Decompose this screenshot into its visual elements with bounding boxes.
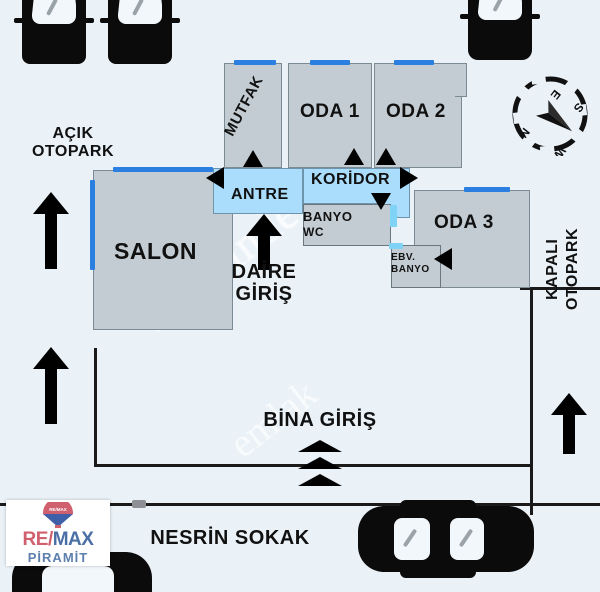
label-bina-giris: BİNA GİRİŞ [263,409,377,431]
arrow-stem [45,213,57,269]
room-label-koridor: KORİDOR [311,171,391,188]
door-arrow-mutfak [243,150,263,167]
door-arrow-banyo-wc [371,193,391,210]
car-top-left-2 [100,0,180,66]
car-top-right [460,0,540,62]
car-mirror-right [528,14,540,19]
door-arrow-ebv-banyo [434,248,452,270]
room-oda-2-notch [455,63,467,97]
compass-letter-e: E [548,87,564,102]
car-mirror-left [100,18,112,23]
label-kapali-otopark-line1: KAPALI [544,238,561,300]
car-body [358,506,534,572]
stair-chevron-2 [298,457,342,469]
label-daire-giris-line2: GİRİŞ [235,283,293,305]
room-label-oda-1: ODA 1 [300,101,360,122]
car-window-front [394,518,430,560]
remax-wordmark: RE/MAX [23,529,94,551]
room-label-antre: ANTRE [231,186,289,203]
door-arrow-oda2 [376,148,396,165]
arrow-stem [563,414,575,454]
arrow-head [246,214,282,236]
room-label-oda-2: ODA 2 [386,101,446,122]
car-mirror-left [14,18,26,23]
room-label-wc: WC [303,225,324,239]
door-arrow-oda3 [400,167,418,189]
arrow-head [551,393,587,415]
room-ebv-banyo[interactable] [391,245,441,288]
courtyard-left-wall [94,348,97,466]
remax-balloon-icon: RE/MAX [41,500,75,528]
door-arrow-oda1 [344,148,364,165]
car-top-left-1 [14,0,94,66]
room-label-ebv: EBV. [391,252,416,263]
room-label-oda-3: ODA 3 [434,212,494,233]
room-label-banyo: BANYO [303,209,353,224]
arrow-acik-otopark-upper [33,192,69,272]
window-salon-top [113,167,213,172]
arrow-kapali-otopark [551,393,587,455]
car-window [42,566,114,592]
label-kapali-otopark-line2: OTOPARK [564,227,581,310]
arrow-acik-otopark-lower [33,347,69,427]
street-line-marker [132,500,146,508]
arrow-head [33,347,69,369]
car-roof-top [400,500,476,512]
label-nesrin-sokak: NESRİN SOKAK [150,527,310,549]
arrow-stem [258,235,270,270]
balloon-label: RE/MAX [49,507,67,512]
label-acik-otopark-line1: AÇIK [52,125,94,142]
room-oda-3-lower [440,245,530,288]
room-label-salon: SALON [114,238,197,264]
remax-logo[interactable]: RE/MAX RE/MAX PİRAMİT [6,500,110,566]
car-roof-bottom [400,566,476,578]
label-daire-giris-line1: DAİRE [231,261,297,283]
room-banyo-wc[interactable] [303,204,391,246]
remax-office-name: PİRAMİT [27,550,89,565]
arrow-daire-giris [246,214,282,270]
room-label-ebv-banyo: BANYO [391,264,430,275]
compass-rose: E S N W [508,72,592,162]
door-arrow-salon [206,167,224,189]
car-mirror-right [82,18,94,23]
window-oda3-top [464,187,510,192]
area-antre[interactable] [213,168,303,214]
car-windshield [478,0,522,20]
car-bottom [358,498,534,580]
stair-chevron-1 [298,440,342,452]
car-mirror-right [168,18,180,23]
arrow-stem [45,368,57,424]
window-koridor-small [390,205,397,227]
window-mutfak-top [234,60,276,65]
window-salon-left [90,180,95,270]
street-line [0,503,600,506]
window-ebv-small [389,243,403,249]
arrow-head [33,192,69,214]
site-boundary-right-horizontal [520,287,600,290]
car-mirror-left [460,14,472,19]
remax-word-max: MAX [52,529,94,550]
remax-word-slash: / [47,529,53,550]
remax-word-re: RE [22,529,49,550]
compass-icon: E S N W [512,72,588,162]
stair-chevron-3 [298,474,342,486]
label-acik-otopark-line2: OTOPARK [31,143,115,160]
window-oda2-top [394,60,434,65]
window-oda1-top [310,60,350,65]
site-boundary-right-vertical [530,287,533,515]
